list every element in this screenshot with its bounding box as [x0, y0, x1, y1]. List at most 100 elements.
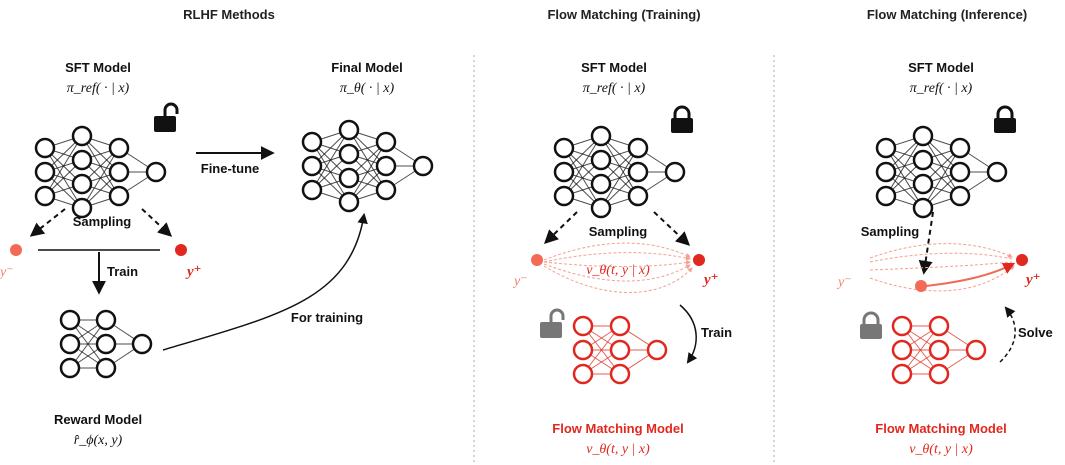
fm-train-label: Train: [701, 325, 732, 340]
network-node: [664, 161, 686, 183]
fm-train-y-plus-label: y⁺: [702, 272, 719, 288]
network-node: [572, 339, 594, 361]
network-node: [875, 185, 897, 207]
network-node: [71, 197, 93, 219]
rlhf-y-minus-dot: [10, 244, 22, 256]
fm-infer-sft-network: [875, 125, 1008, 219]
rlhf-y-plus-dot: [175, 244, 187, 256]
rlhf-final-formula: π_θ( · | x): [340, 81, 395, 96]
unlock-icon: [540, 308, 565, 338]
network-node: [71, 125, 93, 147]
network-node: [375, 179, 397, 201]
network-node: [301, 131, 323, 153]
network-node: [95, 357, 117, 379]
fm-infer-y-minus-label: y⁻: [836, 275, 852, 290]
network-node: [965, 339, 987, 361]
fm-train-y-minus-dot: [531, 254, 543, 266]
network-node: [891, 339, 913, 361]
fm-train-sampling-arrow-right: [653, 211, 691, 246]
finetune-label: Fine-tune: [201, 161, 260, 176]
network-node: [627, 137, 649, 159]
fm-train-y-plus-dot: [693, 254, 705, 266]
rlhf-sft-formula: π_ref( · | x): [67, 81, 130, 96]
fm-infer-sample-dot: [915, 280, 927, 292]
fm-infer-solve-path: [925, 262, 1016, 287]
fm-infer-sampling-arrow: [918, 211, 934, 275]
network-node: [949, 161, 971, 183]
lock-icon: [994, 105, 1016, 133]
network-edge: [81, 147, 120, 209]
fm-train-model-formula: v_θ(t, y | x): [586, 442, 650, 457]
network-node: [301, 155, 323, 177]
network-node: [108, 161, 130, 183]
network-node: [572, 363, 594, 385]
network-node: [71, 173, 93, 195]
network-node: [912, 125, 934, 147]
rlhf-final-title: Final Model: [331, 60, 403, 75]
fm-train-sft-title: SFT Model: [581, 60, 647, 75]
network-node: [338, 191, 360, 213]
network-edge: [600, 147, 639, 209]
network-node: [590, 197, 612, 219]
network-node: [108, 137, 130, 159]
train-label: Train: [107, 264, 138, 279]
rlhf-final-network: [301, 119, 434, 213]
network-node: [875, 137, 897, 159]
network-node: [34, 161, 56, 183]
network-node: [34, 185, 56, 207]
fm-train-sampling-arrow-left: [543, 211, 578, 244]
fm-train-y-minus-label: y⁻: [512, 274, 528, 289]
rlhf-y-minus-label: y⁻: [0, 265, 14, 280]
network-node: [95, 309, 117, 331]
rlhf-sampling-arrow-right: [141, 208, 173, 237]
header-fm-inference: Flow Matching (Inference): [867, 7, 1027, 22]
fm-infer-flow-paths: [869, 243, 1015, 292]
network-node: [59, 333, 81, 355]
fm-infer-model-title: Flow Matching Model: [875, 421, 1006, 436]
fm-train-velocity-formula: v_θ(t, y | x): [586, 263, 650, 278]
network-node: [71, 149, 93, 171]
fm-train-sft-formula: π_ref( · | x): [583, 81, 646, 96]
fm-infer-y-plus-label: y⁺: [1024, 272, 1041, 288]
network-edge: [885, 135, 924, 197]
rlhf-sampling-label: Sampling: [73, 214, 132, 229]
network-node: [912, 149, 934, 171]
network-node: [949, 185, 971, 207]
network-node: [338, 143, 360, 165]
fm-infer-model-network: [891, 315, 987, 385]
for-training-label: For training: [291, 310, 363, 325]
network-node: [590, 149, 612, 171]
network-node: [627, 185, 649, 207]
network-node: [986, 161, 1008, 183]
network-node: [338, 167, 360, 189]
network-edge: [311, 129, 350, 191]
fm-infer-model-formula: v_θ(t, y | x): [909, 442, 973, 457]
network-node: [301, 179, 323, 201]
fm-train-sft-network: [553, 125, 686, 219]
network-node: [59, 357, 81, 379]
network-node: [145, 161, 167, 183]
network-node: [590, 173, 612, 195]
fm-infer-sft-title: SFT Model: [908, 60, 974, 75]
fm-train-sampling-label: Sampling: [589, 224, 648, 239]
solve-label: Solve: [1018, 325, 1053, 340]
for-training-arrow: [162, 212, 368, 351]
network-node: [572, 315, 594, 337]
network-node: [59, 309, 81, 331]
network-node: [928, 363, 950, 385]
network-node: [609, 339, 631, 361]
network-node: [949, 137, 971, 159]
network-node: [609, 363, 631, 385]
network-node: [375, 131, 397, 153]
network-node: [95, 333, 117, 355]
reward-title: Reward Model: [54, 412, 142, 427]
network-node: [928, 339, 950, 361]
network-node: [646, 339, 668, 361]
header-fm-training: Flow Matching (Training): [547, 7, 700, 22]
network-node: [912, 173, 934, 195]
rlhf-sft-network: [34, 125, 167, 219]
header-rlhf: RLHF Methods: [183, 7, 275, 22]
fm-train-model-title: Flow Matching Model: [552, 421, 683, 436]
network-node: [891, 363, 913, 385]
